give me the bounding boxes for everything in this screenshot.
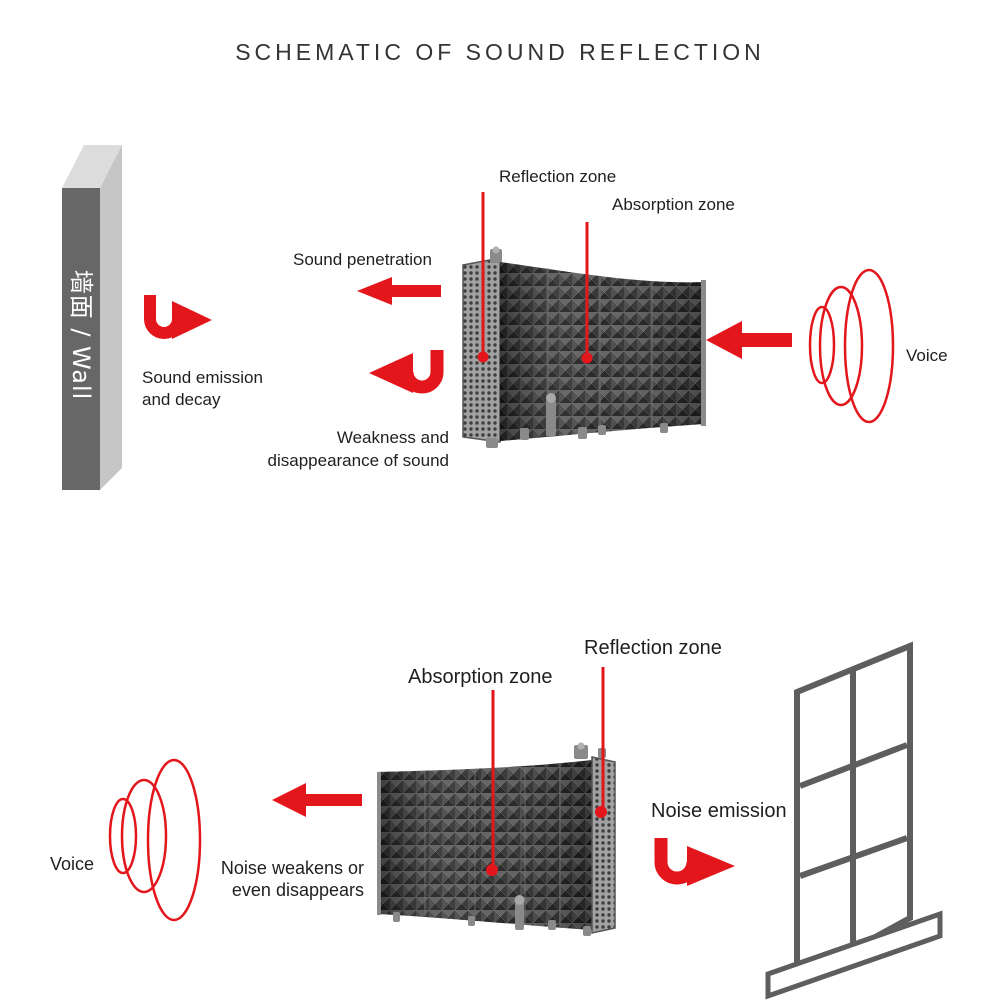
foam-shading: [500, 262, 705, 441]
panel-hinge-knob: [492, 246, 500, 254]
window-frame: [794, 641, 913, 986]
window-sill: [765, 910, 943, 1000]
wall-front-face: [62, 188, 100, 490]
panel-hinge-clip: [490, 249, 502, 263]
u-turn-arrow-head: [369, 353, 413, 393]
panel-stand-feet: [486, 393, 668, 448]
wall-icon: 墙面 / Wall: [62, 145, 122, 490]
reflection-zone-dot: [595, 806, 607, 818]
sound-emission-label-line2: and decay: [142, 390, 221, 409]
top-scene: 墙面 / Wall Sound emission and decay Sound…: [62, 145, 948, 490]
window-transom-upper: [798, 742, 909, 789]
panel-hinge-clip: [574, 745, 588, 759]
absorption-zone-dot: [581, 352, 593, 364]
sound-wave-icon: [808, 268, 895, 424]
reflection-zone-label: Reflection zone: [584, 637, 722, 659]
foam-shading: [378, 760, 592, 930]
panel-left-frame: [377, 772, 381, 915]
bottom-scene: Voice Noise weakens or even disappears: [50, 637, 943, 1000]
diagram-title: SCHEMATIC OF SOUND REFLECTION: [235, 39, 765, 65]
acoustic-panel-top: [462, 246, 706, 448]
u-turn-arrow-head: [687, 846, 735, 886]
absorption-zone-label: Absorption zone: [612, 195, 735, 214]
perforated-reflection-wing: [591, 756, 616, 934]
absorption-zone-dot: [486, 864, 498, 876]
sound-penetration-label: Sound penetration: [293, 250, 432, 269]
absorption-zone-label: Absorption zone: [408, 666, 553, 688]
weakness-label-line2: disappearance of sound: [268, 451, 449, 470]
reflection-zone-label: Reflection zone: [499, 167, 616, 186]
reflection-zone-dot: [477, 351, 489, 363]
u-turn-right-arrow-icon: [144, 295, 212, 339]
wall-label: 墙面 / Wall: [67, 270, 95, 401]
window-icon: [765, 641, 943, 1000]
window-transom-lower: [798, 835, 909, 879]
sound-wave-icon: [108, 758, 202, 922]
noise-arrow-left-icon: [272, 783, 362, 817]
wall-top-face: [62, 145, 122, 188]
voice-arrow-left-icon: [706, 321, 792, 359]
u-turn-left-arrow-icon: [369, 350, 444, 394]
voice-label: Voice: [906, 346, 948, 365]
panel-hinge-knob: [577, 742, 585, 750]
panel-stand-feet: [393, 895, 591, 936]
u-turn-right-arrow-icon: [654, 838, 735, 886]
voice-label: Voice: [50, 854, 94, 874]
noise-weakens-label-line1: Noise weakens or: [221, 858, 364, 878]
acoustic-panel-bottom: [377, 742, 616, 936]
sound-emission-label-line1: Sound emission: [142, 368, 263, 387]
noise-emission-label: Noise emission: [651, 800, 787, 822]
u-turn-arrow-head: [172, 301, 212, 339]
noise-weakens-label-line2: even disappears: [232, 880, 364, 900]
penetration-arrow-left-icon: [357, 277, 441, 305]
wall-side-face: [100, 145, 122, 490]
panel-right-frame: [701, 280, 706, 426]
weakness-label-line1: Weakness and: [337, 428, 449, 447]
